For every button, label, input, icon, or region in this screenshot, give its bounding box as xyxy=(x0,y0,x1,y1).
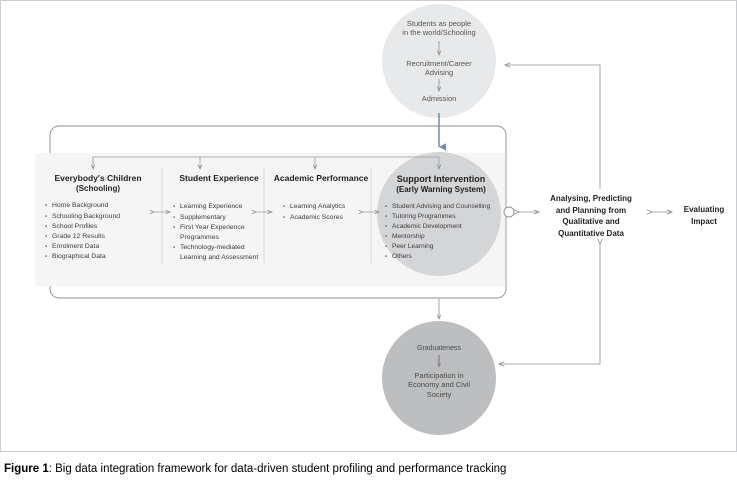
column-student-experience: Student Experience Learning Experience S… xyxy=(167,173,271,264)
graduateness-label: Graduateness xyxy=(417,345,461,352)
feedback-loop-from-outcome xyxy=(497,238,603,367)
analysing-predicting-planning-node: Analysing, Predicting and Planning from … xyxy=(533,193,649,239)
list-item: Tutoring Programmes xyxy=(385,212,503,222)
analysing-line4: Quantitative Data xyxy=(558,228,624,238)
analysing-line1: Analysing, Predicting xyxy=(550,194,632,203)
participation-line3: Society xyxy=(426,389,452,399)
column-support-intervention-subtitle: (Early Warning System) xyxy=(396,185,486,195)
feedback-loop-to-entry xyxy=(503,62,601,189)
list-item: Others xyxy=(385,252,503,262)
column-everybodys-children-list: Home Background Schooling Background Sch… xyxy=(45,201,157,262)
column-support-intervention-list: Student Advising and Counselling Tutorin… xyxy=(385,202,503,261)
evaluating-line2: Impact xyxy=(691,216,717,226)
figure-caption-text: : Big data integration framework for dat… xyxy=(48,463,507,475)
list-item: Home Background xyxy=(45,201,157,211)
recruitment-advising-label: Recruitment/Career Advising xyxy=(379,59,499,78)
evaluating-line1: Evaluating xyxy=(683,205,725,214)
column-academic-performance-list: Learning Analytics Academic Scores xyxy=(283,202,373,222)
list-item: Biographical Data xyxy=(45,252,157,262)
list-item: Grade 12 Results xyxy=(45,232,157,242)
advising-line-text: Advising xyxy=(424,68,454,78)
students-entry-circle-shape xyxy=(382,4,496,118)
list-item: Peer Learning xyxy=(385,242,503,252)
list-item: Mentorship xyxy=(385,232,503,242)
column-academic-performance-title: Academic Performance xyxy=(273,173,369,183)
students-entry-line1-text: Students as people xyxy=(406,19,472,28)
column-everybodys-children-subtitle: (Schooling) xyxy=(76,184,120,194)
analysing-line3: Qualitative and xyxy=(562,217,620,227)
column-support-intervention-title: Support Intervention xyxy=(396,174,486,184)
list-item: Academic Scores xyxy=(283,213,373,223)
evaluating-impact-node: Evaluating Impact xyxy=(673,204,735,227)
list-item: Student Advising and Counselling xyxy=(385,202,503,212)
list-item: School Profiles xyxy=(45,222,157,232)
column-academic-performance: Academic Performance Learning Analytics … xyxy=(269,173,373,223)
column-everybodys-children-title: Everybody's Children xyxy=(54,173,142,183)
students-entry-line2-text: in the world/Schooling xyxy=(402,28,476,38)
column-everybodys-children: Everybody's Children (Schooling) Home Ba… xyxy=(39,173,157,263)
list-item: Supplementary xyxy=(173,213,271,223)
figure-caption: Figure 1: Big data integration framework… xyxy=(4,462,733,477)
list-item: Learning Experience xyxy=(173,202,271,212)
column-student-experience-title: Student Experience xyxy=(179,173,259,183)
participation-label: Participation in Economy and Civil Socie… xyxy=(379,371,499,399)
panel-output-node xyxy=(503,206,515,218)
column-student-experience-list: Learning Experience Supplementary First … xyxy=(173,202,271,263)
figure-frame: Students as people in the world/Schoolin… xyxy=(0,0,737,452)
list-item: Technology-mediated Learning and Assessm… xyxy=(173,243,271,263)
list-item: Academic Development xyxy=(385,222,503,232)
participation-line2: Economy and Civil xyxy=(407,380,471,390)
list-item: Enrolment Data xyxy=(45,242,157,252)
admission-label: Admission xyxy=(421,94,457,103)
figure-caption-label: Figure 1 xyxy=(4,463,49,475)
list-item: Schooling Background xyxy=(45,212,157,222)
students-entry-line1: Students as people in the world/Schoolin… xyxy=(379,19,499,38)
column-support-intervention: Support Intervention (Early Warning Syst… xyxy=(379,173,503,261)
list-item: Learning Analytics xyxy=(283,202,373,212)
analysing-line2: and Planning from xyxy=(555,205,627,215)
recruitment-line-text: Recruitment/Career xyxy=(406,59,472,68)
participation-line1: Participation in xyxy=(414,371,464,380)
list-item: First Year Experience Programmes xyxy=(173,223,271,243)
graduateness-outcome-circle-shape xyxy=(382,321,496,435)
